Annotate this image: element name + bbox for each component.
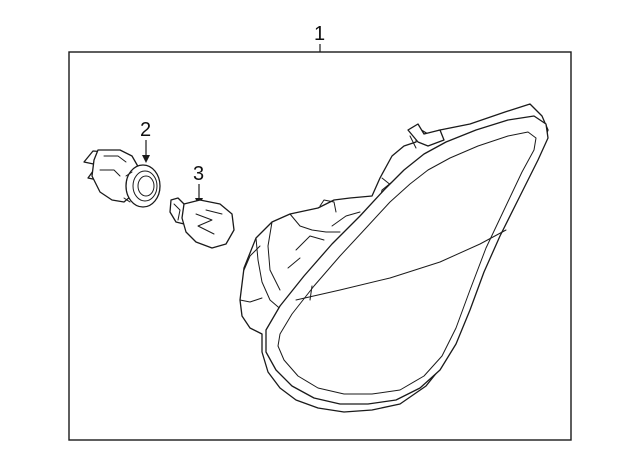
callout-3-label[interactable]: 3 xyxy=(193,163,204,185)
wedge-bulb[interactable] xyxy=(169,197,235,249)
callout-1-label[interactable]: 1 xyxy=(314,23,325,45)
bulb-socket[interactable] xyxy=(83,149,161,208)
callout-2-label[interactable]: 2 xyxy=(140,119,151,141)
lamp-assembly[interactable] xyxy=(239,103,549,413)
